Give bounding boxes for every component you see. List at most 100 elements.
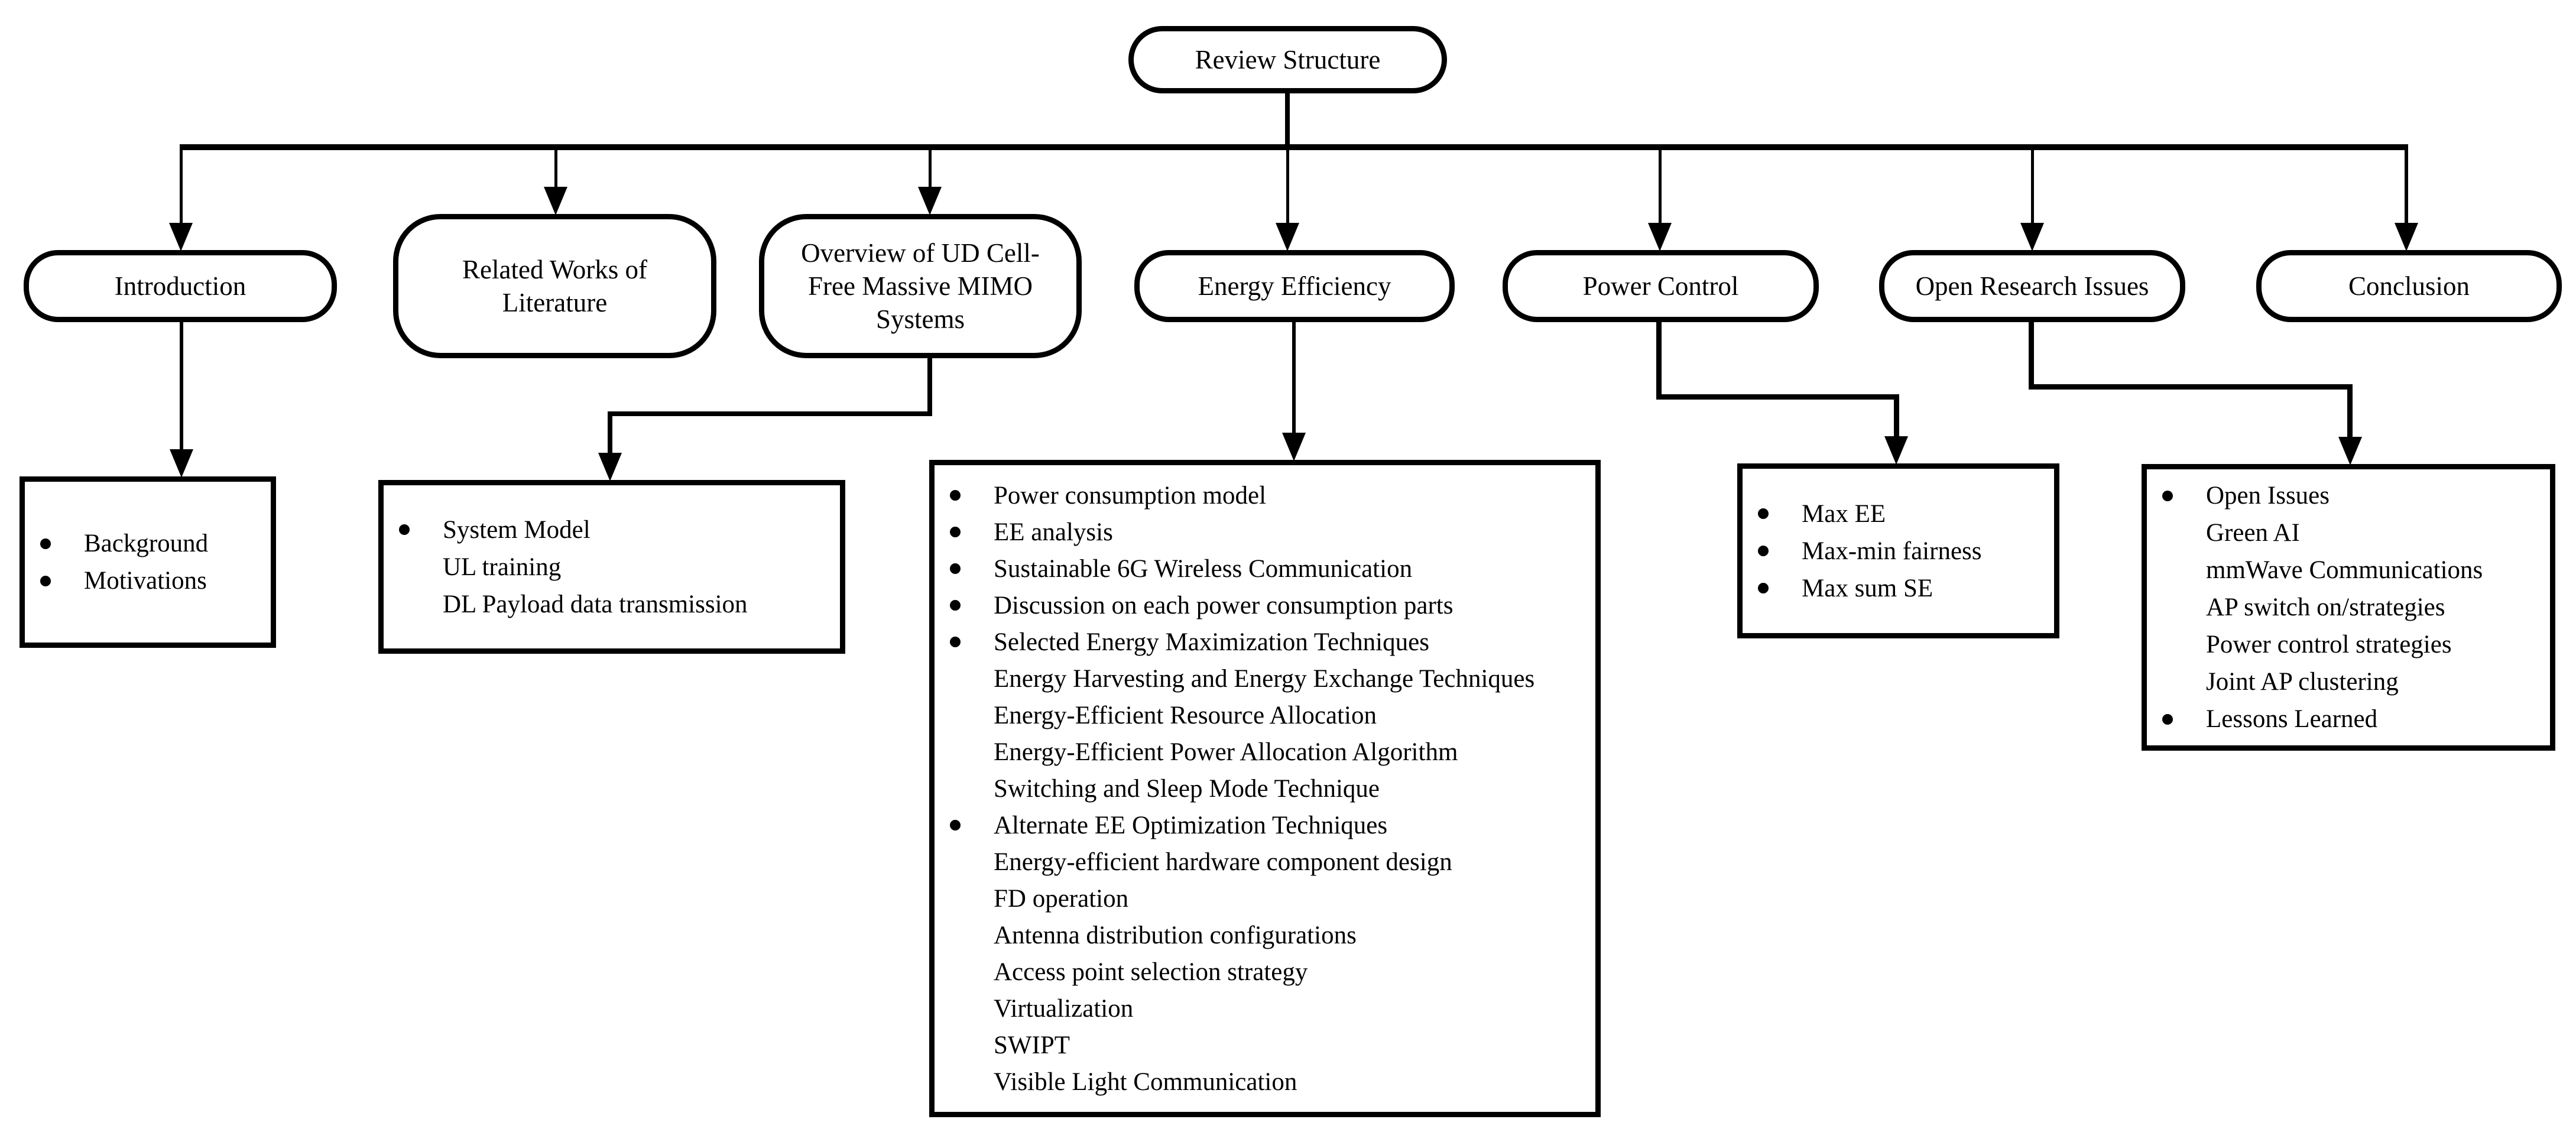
list-item: EE analysis: [935, 514, 1595, 550]
node-label: Power Control: [1582, 271, 1739, 301]
list-item-label: Discussion on each power consumption par…: [994, 591, 1454, 619]
node-label: Introduction: [114, 271, 246, 301]
list-item: Open Issues: [2147, 477, 2550, 514]
node-review-structure: Review Structure: [1128, 26, 1447, 93]
bullet-icon: [1758, 583, 1769, 593]
list-item: Discussion on each power consumption par…: [935, 587, 1595, 624]
arrow-down-icon: [544, 187, 567, 215]
list-item: Visible Light Communication: [935, 1063, 1595, 1100]
bullet-icon: [399, 524, 410, 535]
node-label: Related Works of Literature: [462, 255, 647, 317]
bullet-icon: [950, 563, 961, 574]
list-item-label: Max-min fairness: [1802, 537, 1982, 565]
arrow-down-icon: [1276, 223, 1299, 251]
list-item-label: Sustainable 6G Wireless Communication: [994, 554, 1413, 583]
connector-line: [1656, 322, 1662, 400]
list-item: DL Payload data transmission: [384, 586, 840, 623]
bullet-icon: [950, 600, 961, 611]
node-label: Conclusion: [2348, 271, 2470, 301]
list-item: SWIPT: [935, 1027, 1595, 1063]
list-item: Energy-efficient hardware component desi…: [935, 843, 1595, 880]
list-item-label: Access point selection strategy: [994, 958, 1308, 986]
connector-line: [180, 322, 183, 450]
arrow-down-icon: [169, 223, 193, 251]
list-item-label: Energy Harvesting and Energy Exchange Te…: [994, 664, 1535, 693]
list-item-label: Energy-efficient hardware component desi…: [994, 848, 1452, 876]
connector-line: [1286, 149, 1289, 225]
connector-line: [2031, 149, 2034, 225]
list-item: Switching and Sleep Mode Technique: [935, 770, 1595, 807]
bullet-icon: [2162, 713, 2173, 725]
list-item: Max-min fairness: [1743, 533, 2054, 570]
list-item-label: Energy-Efficient Resource Allocation: [994, 701, 1377, 729]
list-item: Background: [25, 525, 271, 562]
connector-line: [2405, 149, 2408, 225]
list-item-label: Motivations: [84, 567, 207, 595]
arrow-down-icon: [2395, 223, 2418, 251]
connector-line: [1656, 394, 1899, 400]
list-item-label: Background: [84, 530, 209, 557]
list-item: Joint AP clustering: [2147, 663, 2550, 700]
list-item-label: Power consumption model: [994, 481, 1267, 510]
node-power-control: Power Control: [1503, 250, 1819, 322]
list-item-label: AP switch on/strategies: [2206, 593, 2445, 621]
connector-line: [927, 358, 932, 416]
list-item-label: mmWave Communications: [2206, 556, 2483, 584]
node-label: Review Structure: [1195, 45, 1381, 74]
connector-line: [554, 149, 557, 189]
bullet-icon: [40, 575, 51, 586]
connector-line: [608, 411, 932, 416]
list-item-label: Joint AP clustering: [2206, 668, 2399, 696]
list-item: Alternate EE Optimization Techniques: [935, 807, 1595, 843]
list-item-label: Selected Energy Maximization Techniques: [994, 628, 1429, 656]
list-item-label: Energy-Efficient Power Allocation Algori…: [994, 738, 1458, 766]
detail-box-overview: System Model UL training DL Payload data t…: [378, 480, 845, 654]
list-item-label: Virtualization: [994, 994, 1134, 1023]
list-item: Max EE: [1743, 495, 2054, 533]
list-item: Antenna distribution configurations: [935, 917, 1595, 953]
bullet-icon: [950, 490, 961, 501]
list-item-label: Max sum SE: [1802, 574, 1933, 602]
list-item-label: SWIPT: [994, 1031, 1070, 1059]
list-item: Energy-Efficient Power Allocation Algori…: [935, 734, 1595, 770]
list-item-label: Visible Light Communication: [994, 1068, 1297, 1096]
list-item-label: FD operation: [994, 884, 1129, 913]
node-open-research-issues: Open Research Issues: [1879, 250, 2185, 322]
list-item: System Model: [384, 511, 840, 549]
bullet-icon: [1758, 546, 1769, 556]
arrow-down-icon: [170, 449, 193, 478]
node-energy-efficiency: Energy Efficiency: [1134, 250, 1455, 322]
bullet-icon: [1758, 508, 1769, 519]
connector-line: [1894, 394, 1899, 437]
list-item-label: Antenna distribution configurations: [994, 921, 1357, 949]
arrow-down-icon: [1884, 436, 1908, 465]
list-item-label: UL training: [443, 553, 562, 581]
list-item-label: Open Issues: [2206, 482, 2330, 510]
connector-bus-line: [180, 144, 2408, 150]
connector-line: [929, 149, 932, 189]
node-label: Overview of UD Cell-Free Massive MIMO Sy…: [801, 238, 1040, 334]
arrow-down-icon: [1282, 433, 1306, 461]
node-related-works: Related Works of Literature: [393, 214, 716, 358]
bullet-icon: [950, 820, 961, 830]
list-item: mmWave Communications: [2147, 551, 2550, 589]
list-item: Power consumption model: [935, 477, 1595, 514]
list-item: Power control strategies: [2147, 626, 2550, 663]
list-item-label: Power control strategies: [2206, 631, 2452, 658]
list-item: Max sum SE: [1743, 570, 2054, 607]
list-item-label: Max EE: [1802, 499, 1886, 528]
connector-line: [608, 411, 612, 454]
list-item: Lessons Learned: [2147, 700, 2550, 738]
arrow-down-icon: [1648, 223, 1672, 251]
list-item-label: Alternate EE Optimization Techniques: [994, 811, 1388, 839]
bullet-icon: [2162, 490, 2173, 501]
list-item: Motivations: [25, 562, 271, 599]
list-item: Sustainable 6G Wireless Communication: [935, 550, 1595, 587]
connector-line: [2029, 322, 2034, 390]
arrow-down-icon: [2020, 223, 2044, 251]
list-item: Green AI: [2147, 514, 2550, 551]
list-item: AP switch on/strategies: [2147, 589, 2550, 626]
node-introduction: Introduction: [24, 250, 337, 322]
